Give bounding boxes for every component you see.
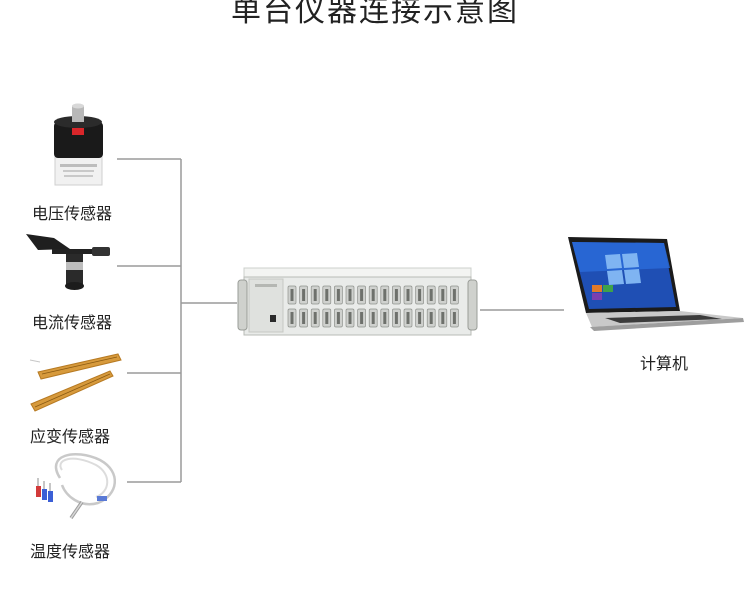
connector-pin-strip <box>313 312 317 324</box>
connector-pin-strip <box>302 312 306 324</box>
connector-pin-strip <box>394 289 398 301</box>
strain-gauge-icon <box>29 353 122 412</box>
sensor-label-strain: 应变传感器 <box>30 427 111 446</box>
connector-pin-strip <box>348 289 352 301</box>
connector-pin-strip <box>325 312 329 324</box>
laptop-icon <box>568 237 744 331</box>
connector-pin-strip <box>348 312 352 324</box>
rack-instrument-icon <box>237 267 478 336</box>
wind-sensor-icon <box>26 234 110 290</box>
connector-pin-strip <box>429 312 433 324</box>
connector-pin-strip <box>360 289 364 301</box>
page-title: 单台仪器连接示意图 <box>231 0 519 29</box>
sensor-label-voltage: 电压传感器 <box>32 204 113 223</box>
connector-pin-strip <box>313 289 317 301</box>
temperature-probe-icon <box>36 453 117 519</box>
sensor-label-current: 电流传感器 <box>32 313 113 332</box>
connector-pin-strip <box>429 289 433 301</box>
sensor-label-temperature: 温度传感器 <box>30 542 111 561</box>
connector-pin-strip <box>441 312 445 324</box>
connector-pin-strip <box>383 289 387 301</box>
connector-pin-strip <box>452 312 456 324</box>
connector-pin-strip <box>360 312 364 324</box>
connector-pin-strip <box>383 312 387 324</box>
connector-pin-strip <box>394 312 398 324</box>
voltage-sensor-icon <box>54 103 103 186</box>
connection-lines <box>117 158 564 483</box>
connector-pin-strip <box>418 312 422 324</box>
connector-pin-strip <box>336 289 340 301</box>
connector-pin-strip <box>290 289 294 301</box>
connector-pin-strip <box>290 312 294 324</box>
connector-pin-strip <box>418 289 422 301</box>
connector-pin-strip <box>371 289 375 301</box>
computer-label: 计算机 <box>640 354 689 373</box>
connector-pin-strip <box>302 289 306 301</box>
connector-pin-strip <box>336 312 340 324</box>
connector-pin-strip <box>406 289 410 301</box>
connector-pin-strip <box>406 312 410 324</box>
connector-pin-strip <box>452 289 456 301</box>
connector-pin-strip <box>325 289 329 301</box>
connector-pin-strip <box>441 289 445 301</box>
connector-pin-strip <box>371 312 375 324</box>
